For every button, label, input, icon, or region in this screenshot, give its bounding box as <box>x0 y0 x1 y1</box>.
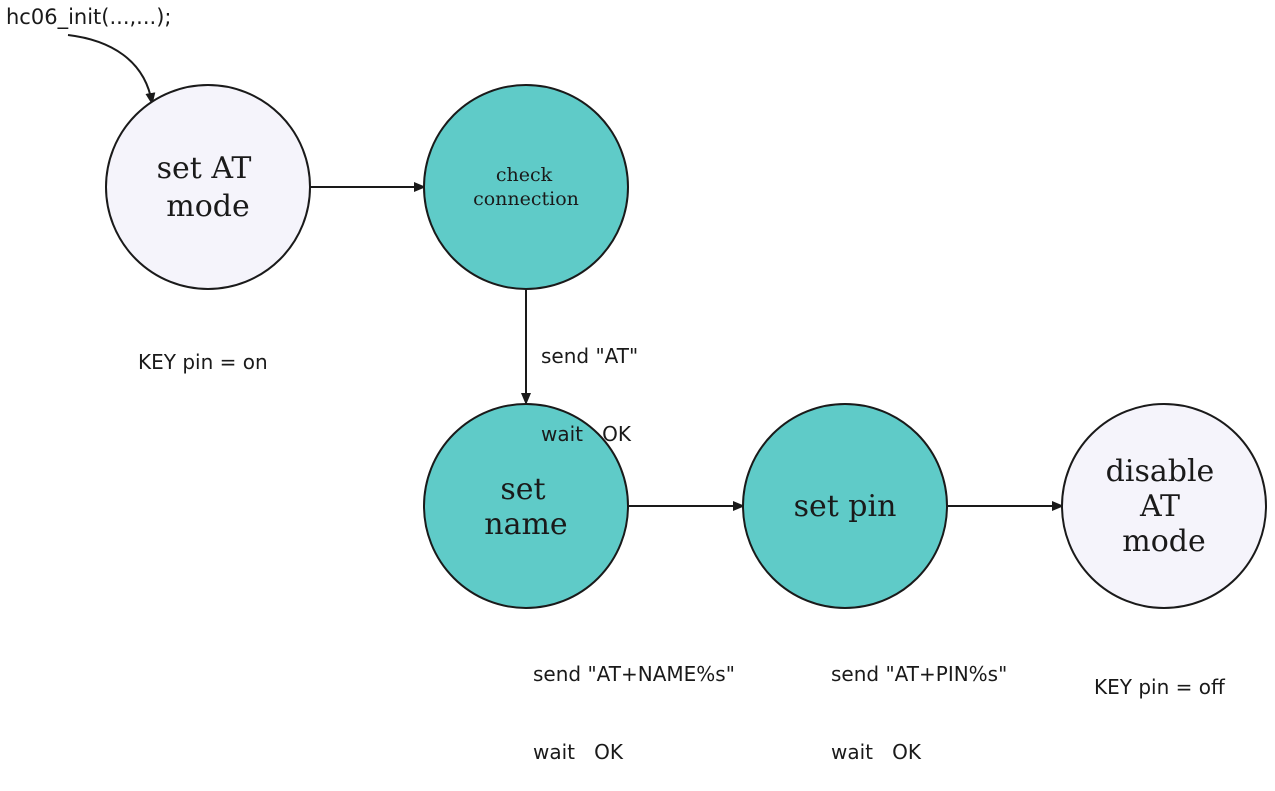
node-label-line: mode <box>1122 524 1205 559</box>
node-label-line: set pin <box>794 489 897 524</box>
node-label-line: set <box>500 472 545 507</box>
node-circle <box>423 84 629 290</box>
entry-call-label: hc06_init(...,...); <box>6 5 172 29</box>
entry-arrow <box>67 34 156 105</box>
annotation-line: wait OK <box>533 740 623 764</box>
node-circle <box>423 403 629 609</box>
node-set-at-mode: set AT mode <box>105 84 311 290</box>
node-label-line: check <box>496 164 553 186</box>
annotation-set-at-mode: KEY pin = on <box>138 297 268 401</box>
node-label-line: name <box>484 507 567 542</box>
annotation-line: KEY pin = on <box>138 350 268 374</box>
node-disable-at-mode: disable AT mode <box>1061 403 1267 609</box>
annotation-line: wait OK <box>831 740 921 764</box>
annotation-line: wait OK <box>541 422 631 446</box>
node-check-connection: check connection <box>423 84 629 290</box>
node-circle <box>1061 403 1267 609</box>
node-label-line: AT <box>1139 489 1180 524</box>
annotation-set-name: send "AT+NAME%s" wait OK <box>533 609 735 791</box>
node-label-line: connection <box>473 188 579 210</box>
annotation-line: send "AT" <box>541 344 639 368</box>
node-label-line: disable <box>1106 454 1215 489</box>
annotation-disable-at-mode: KEY pin = off <box>1094 622 1225 726</box>
annotation-line: KEY pin = off <box>1094 675 1225 699</box>
node-circle <box>742 403 948 609</box>
annotation-check-connection: send "AT" wait OK <box>541 291 638 473</box>
node-set-pin: set pin <box>742 403 948 609</box>
node-label-line: mode <box>166 189 249 224</box>
node-label-line: set AT <box>157 151 252 186</box>
node-circle <box>105 84 311 290</box>
state-diagram: set AT mode check connection set name se… <box>67 34 1267 609</box>
node-set-name: set name <box>423 403 629 609</box>
annotation-set-pin: send "AT+PIN%s" wait OK <box>831 609 1007 791</box>
